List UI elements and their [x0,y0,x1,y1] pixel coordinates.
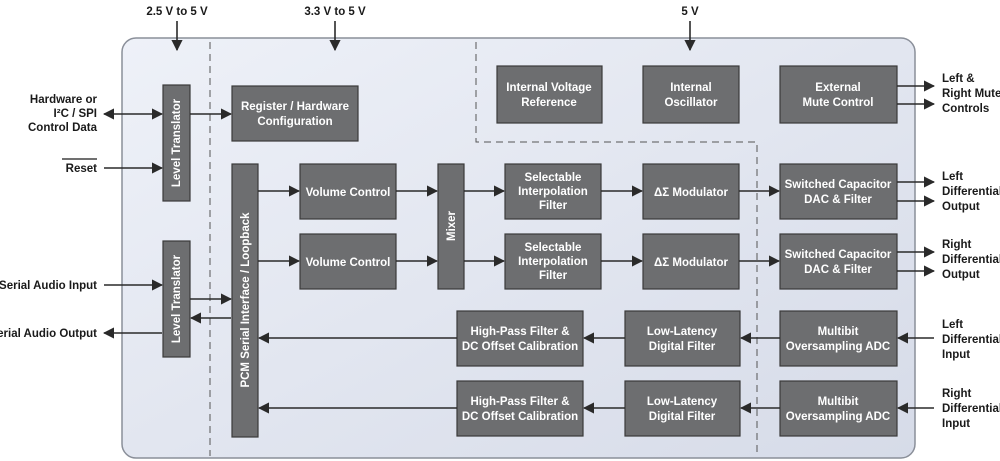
right-input-label-2: Differential [942,403,1000,415]
mute-controls-label-2: Right Mute [942,88,1000,100]
interp-2-label-2: Interpolation [518,256,588,268]
interp-1-label-3: Filter [539,200,568,212]
mixer-block [437,163,465,290]
adc-1 [779,310,898,367]
interp-2-label-1: Selectable [525,242,582,254]
control-data-label-2: I²C / SPI [54,108,97,120]
hpf-2-label-1: High-Pass Filter & [470,396,569,408]
modulator-1-label: ΔΣ Modulator [654,187,728,199]
lld-1-label-1: Low-Latency [647,326,718,338]
hpf-2-label-2: DC Offset Calibration [462,411,578,423]
dac-1-label-1: Switched Capacitor [785,179,892,191]
dac-filter-2 [779,233,898,290]
volume-control-2-label: Volume Control [306,257,391,269]
register-config-label-1: Register / Hardware [241,101,349,113]
interp-1-label-1: Selectable [525,172,582,184]
right-output-label-1: Right [942,239,972,251]
volume-control-2 [299,233,397,290]
interp-2-label-3: Filter [539,270,568,282]
left-output-label-2: Differential [942,186,1000,198]
pcm-interface-label: PCM Serial Interface / Loopback [240,212,252,388]
low-latency-filter-2 [624,380,741,437]
level-translator-bottom [162,240,191,358]
right-input-label-3: Input [942,418,970,430]
mute-controls-label-1: Left & [942,73,975,85]
domain-divider-2 [475,42,758,456]
serial-out-label: Serial Audio Output [0,328,97,340]
supply-label-1: 2.5 V to 5 V [146,6,208,18]
left-input-label-1: Left [942,319,963,331]
interp-1-label-2: Interpolation [518,186,588,198]
left-input-label-2: Differential [942,334,1000,346]
lld-2-label-1: Low-Latency [647,396,718,408]
lld-1-label-2: Digital Filter [649,341,716,353]
voltage-reference-label-1: Internal Voltage [506,82,591,94]
mute-control-label-1: External [815,82,860,94]
voltage-reference-block [496,65,603,124]
level-translator-top [162,84,191,202]
register-config-label-2: Configuration [257,116,332,128]
left-input-label-3: Input [942,349,970,361]
serial-in-label: Serial Audio Input [0,280,97,292]
adc-1-label-1: Multibit [818,326,859,338]
control-data-label-1: Hardware or [30,94,98,106]
dac-filter-1 [779,163,898,220]
supply-label-3: 5 V [681,6,699,18]
adc-2 [779,380,898,437]
oscillator-block [642,65,740,124]
level-translator-top-label: Level Translator [171,98,183,187]
right-output-label-3: Output [942,269,980,281]
register-config-block [231,85,359,142]
hpf-1-label-2: DC Offset Calibration [462,341,578,353]
mute-control-block [779,65,898,124]
right-output-label-2: Differential [942,254,1000,266]
adc-2-label-2: Oversampling ADC [786,411,890,423]
voltage-reference-label-2: Reference [521,97,577,109]
mute-control-label-2: Mute Control [803,97,874,109]
volume-control-1-label: Volume Control [306,187,391,199]
oscillator-label-1: Internal [670,82,712,94]
left-output-label-3: Output [942,201,980,213]
level-translator-bottom-label: Level Translator [171,254,183,343]
hpf-1-label-1: High-Pass Filter & [470,326,569,338]
left-output-label-1: Left [942,171,963,183]
right-input-label-1: Right [942,388,972,400]
dac-1-label-2: DAC & Filter [804,194,872,206]
reset-label: Reset [66,163,97,175]
oscillator-label-2: Oscillator [664,97,718,109]
pcm-interface-block [231,163,259,438]
control-data-label-3: Control Data [28,122,98,134]
mixer-label: Mixer [446,210,458,241]
highpass-filter-2 [456,380,584,437]
lld-2-label-2: Digital Filter [649,411,716,423]
adc-2-label-1: Multibit [818,396,859,408]
dac-2-label-1: Switched Capacitor [785,249,892,261]
adc-1-label-2: Oversampling ADC [786,341,890,353]
highpass-filter-1 [456,310,584,367]
low-latency-filter-1 [624,310,741,367]
mute-controls-label-3: Controls [942,103,989,115]
modulator-2-label: ΔΣ Modulator [654,257,728,269]
supply-label-2: 3.3 V to 5 V [304,6,366,18]
dac-2-label-2: DAC & Filter [804,264,872,276]
